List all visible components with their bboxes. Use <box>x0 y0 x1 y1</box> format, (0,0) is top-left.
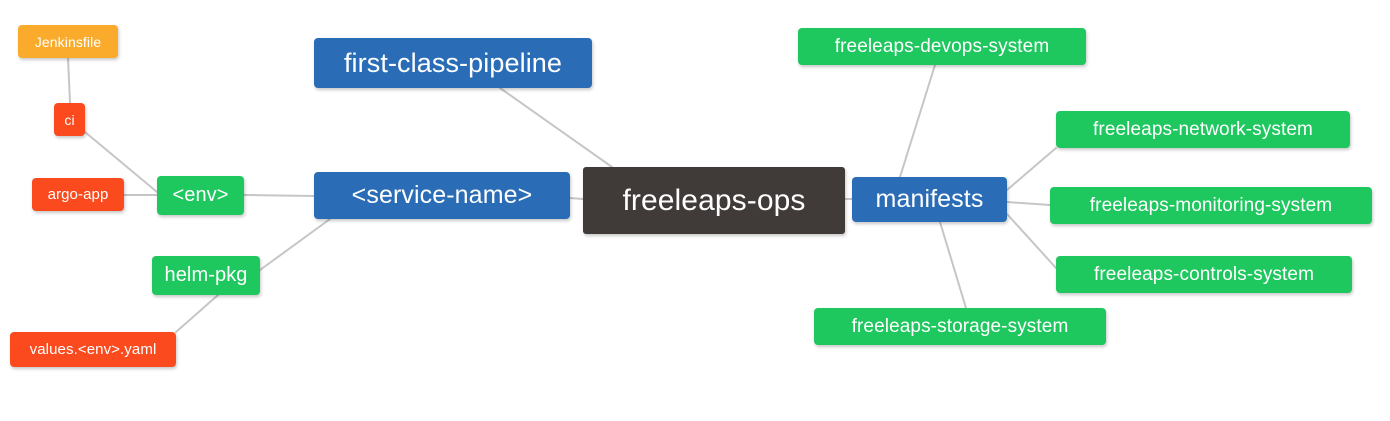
node-argo-app[interactable]: argo-app <box>32 178 124 211</box>
node-label: ci <box>64 111 75 128</box>
node-helm-pkg[interactable]: helm-pkg <box>152 256 260 295</box>
node-freeleaps-devops-system[interactable]: freeleaps-devops-system <box>798 28 1086 65</box>
edge-helm-pkg-to-service-name <box>259 218 331 271</box>
node-label: <env> <box>172 184 229 206</box>
node-label: freeleaps-storage-system <box>851 315 1069 337</box>
node-label: freeleaps-ops <box>622 183 806 217</box>
node-freeleaps-controls-system[interactable]: freeleaps-controls-system <box>1056 256 1352 293</box>
node-values-yaml[interactable]: values.<env>.yaml <box>10 332 176 367</box>
node-label: argo-app <box>47 186 109 203</box>
node-label: freeleaps-monitoring-system <box>1089 194 1333 216</box>
edge-manifests-to-freeleaps-controls-system <box>1006 213 1057 269</box>
edge-manifests-to-freeleaps-monitoring-system <box>1006 201 1051 206</box>
edge-service-name-to-freeleaps-ops <box>569 197 584 200</box>
node-label: freeleaps-controls-system <box>1093 263 1315 285</box>
node-ci[interactable]: ci <box>54 103 85 136</box>
node-label: first-class-pipeline <box>343 47 563 78</box>
edge-first-class-pipeline-to-freeleaps-ops <box>499 87 613 168</box>
edge-jenkinsfile-to-ci <box>67 57 71 104</box>
node-first-class-pipeline[interactable]: first-class-pipeline <box>314 38 592 88</box>
edge-env-to-service-name <box>243 194 315 197</box>
node-jenkinsfile[interactable]: Jenkinsfile <box>18 25 118 58</box>
node-freeleaps-ops[interactable]: freeleaps-ops <box>583 167 845 234</box>
node-manifests[interactable]: manifests <box>852 177 1007 222</box>
node-freeleaps-monitoring-system[interactable]: freeleaps-monitoring-system <box>1050 187 1372 224</box>
node-label: <service-name> <box>351 181 533 209</box>
node-label: helm-pkg <box>164 264 248 286</box>
node-label: manifests <box>875 185 984 213</box>
edge-manifests-to-freeleaps-storage-system <box>939 221 967 309</box>
node-freeleaps-network-system[interactable]: freeleaps-network-system <box>1056 111 1350 148</box>
node-env[interactable]: <env> <box>157 176 244 215</box>
edge-manifests-to-freeleaps-devops-system <box>899 64 936 178</box>
node-label: freeleaps-devops-system <box>834 35 1050 57</box>
edge-values-yaml-to-helm-pkg <box>175 294 219 333</box>
edge-ci-to-env <box>84 131 158 193</box>
node-freeleaps-storage-system[interactable]: freeleaps-storage-system <box>814 308 1106 345</box>
node-label: Jenkinsfile <box>34 33 102 50</box>
node-label: values.<env>.yaml <box>29 341 157 358</box>
node-service-name[interactable]: <service-name> <box>314 172 570 219</box>
edge-manifests-to-freeleaps-network-system <box>1006 147 1057 191</box>
node-label: freeleaps-network-system <box>1093 118 1313 140</box>
